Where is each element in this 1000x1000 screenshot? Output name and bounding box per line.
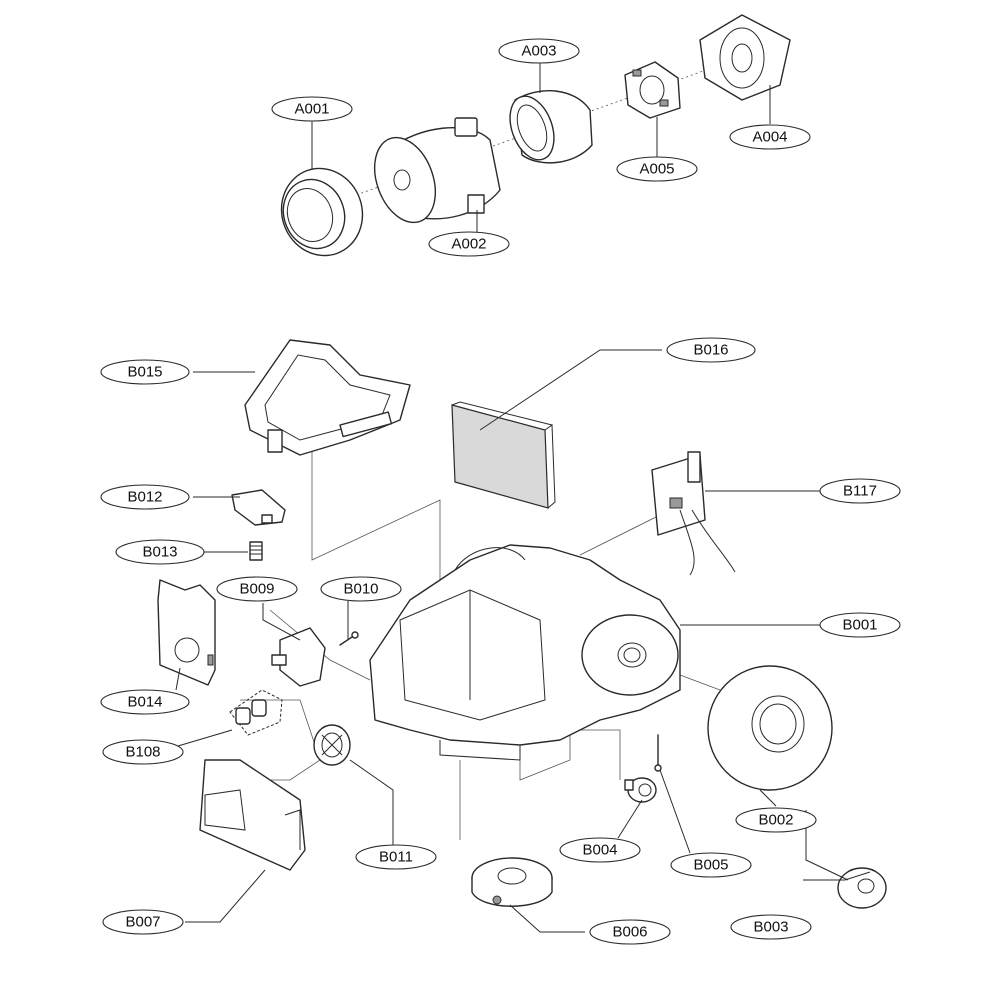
tray-part-b015[interactable] [244, 339, 411, 456]
callout-b007: B007 [102, 909, 184, 935]
callout-label-b002: B002 [758, 812, 793, 829]
callout-label-b009: B009 [239, 581, 274, 598]
callout-b016: B016 [666, 337, 756, 363]
callout-label-b006: B006 [612, 924, 647, 941]
spring-part-b013[interactable] [249, 541, 263, 561]
button-set-part-b108[interactable] [229, 689, 283, 736]
callout-label-b016: B016 [693, 342, 728, 359]
callout-label-b003: B003 [753, 919, 788, 936]
callout-label-b001: B001 [842, 617, 877, 634]
callout-label-b011: B011 [379, 849, 413, 866]
callout-label-b117: B117 [843, 483, 877, 500]
pcb-part-b117[interactable] [651, 451, 736, 576]
callout-a002: A002 [428, 231, 510, 257]
callout-label-b015: B015 [127, 364, 162, 381]
callout-label-a004: A004 [752, 129, 787, 146]
callout-b004: B004 [559, 837, 641, 863]
screw-part-b005[interactable] [654, 734, 662, 772]
callout-b013: B013 [115, 539, 205, 565]
motor-ring-part-a001[interactable] [269, 157, 374, 267]
motor-part-a002[interactable] [364, 117, 501, 231]
front-cover-part-b007[interactable] [199, 759, 306, 871]
callout-label-b108: B108 [125, 744, 160, 761]
main-body-part-b001[interactable] [369, 544, 681, 761]
callout-b006: B006 [589, 919, 671, 945]
callout-b005: B005 [670, 852, 752, 878]
big-wheel-part-b002[interactable] [707, 665, 833, 791]
callout-a004: A004 [729, 124, 811, 150]
callout-b003: B003 [730, 914, 812, 940]
callout-b010: B010 [320, 576, 402, 602]
callout-b009: B009 [216, 576, 298, 602]
callout-b014: B014 [100, 689, 190, 715]
callout-b002: B002 [735, 807, 817, 833]
callout-a005: A005 [616, 156, 698, 182]
callout-label-b004: B004 [582, 842, 617, 859]
callout-a001: A001 [271, 96, 353, 122]
leader-lines [175, 62, 871, 933]
wheel-part-b011[interactable] [313, 724, 351, 766]
filter-part-b016[interactable] [451, 401, 556, 509]
hub-cap-part-b003[interactable] [837, 867, 887, 909]
callout-a003: A003 [498, 38, 580, 64]
callout-label-a001: A001 [294, 101, 329, 118]
screw-part-b010[interactable] [339, 631, 359, 646]
callout-label-b005: B005 [693, 857, 728, 874]
callout-b012: B012 [100, 484, 190, 510]
latch-part-b012[interactable] [231, 489, 286, 526]
caster-part-b006[interactable] [471, 857, 553, 907]
bracket-part-b009[interactable] [271, 627, 326, 687]
cover-part-a004[interactable] [699, 14, 791, 101]
callout-b011: B011 [355, 844, 437, 870]
callout-b117: B117 [819, 478, 901, 504]
axle-part-b004[interactable] [624, 777, 657, 803]
callout-b001: B001 [819, 612, 901, 638]
bracket-part-a005[interactable] [624, 61, 681, 119]
callout-label-b012: B012 [127, 489, 162, 506]
callout-label-b007: B007 [125, 914, 160, 931]
sleeve-part-a003[interactable] [502, 90, 593, 166]
callout-b108: B108 [102, 739, 184, 765]
callout-label-a003: A003 [521, 43, 556, 60]
callout-label-a005: A005 [639, 161, 674, 178]
callout-label-b010: B010 [343, 581, 378, 598]
callout-label-a002: A002 [451, 236, 486, 253]
holder-part-b014[interactable] [157, 579, 216, 686]
callout-label-b014: B014 [127, 694, 162, 711]
callout-label-b013: B013 [142, 544, 177, 561]
callout-b015: B015 [100, 359, 190, 385]
